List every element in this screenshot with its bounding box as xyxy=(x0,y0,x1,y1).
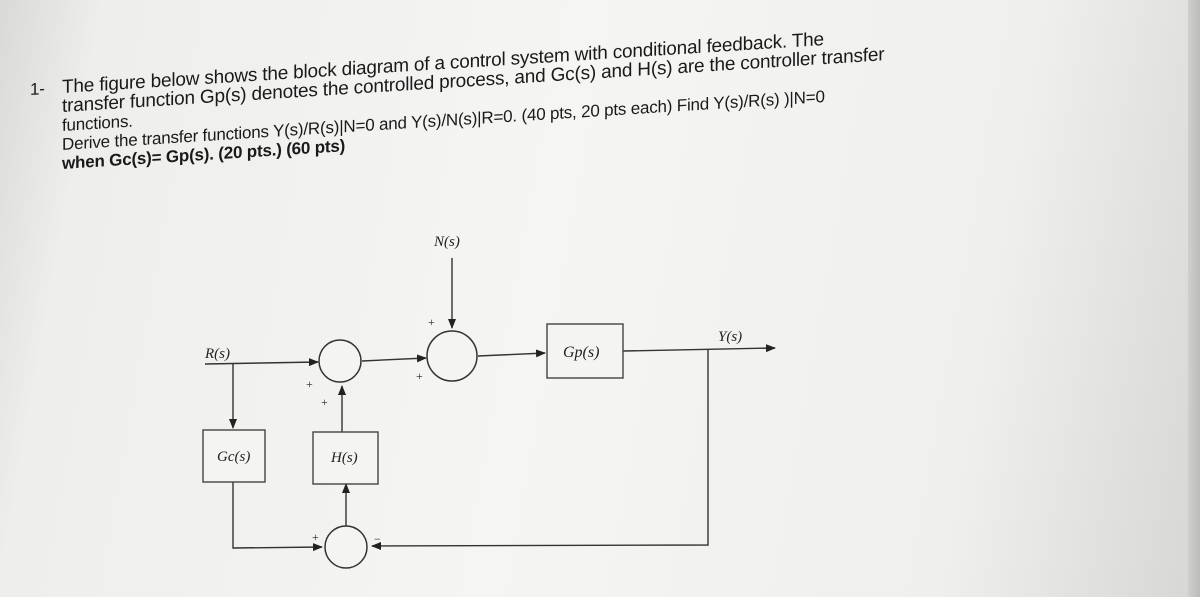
sign-sum3-gc: + xyxy=(312,530,319,544)
sign-sum3-y: − xyxy=(374,532,381,546)
sign-sum1-r: + xyxy=(306,377,313,391)
line-gc-to-sum3 xyxy=(232,482,323,552)
page-edge-shadow xyxy=(1188,0,1200,597)
line-sum2-to-gp xyxy=(477,349,546,358)
line-gp-to-y xyxy=(622,344,776,353)
line-y-feedback xyxy=(371,349,709,550)
label-block-h: H(s) xyxy=(330,450,358,466)
label-block-gc: Gc(s) xyxy=(217,449,250,465)
sign-sum2-sum1: + xyxy=(416,369,423,383)
label-r: R(s) xyxy=(204,346,230,362)
summing-junction-1 xyxy=(318,339,362,383)
summing-junction-3 xyxy=(324,525,368,569)
line-sum1-to-sum2 xyxy=(361,354,427,363)
block-h xyxy=(312,431,379,485)
summing-junction-2 xyxy=(426,330,478,382)
label-block-gp: Gp(s) xyxy=(563,344,599,361)
line-r-to-sum1 xyxy=(204,358,319,367)
label-y: Y(s) xyxy=(718,329,742,345)
label-n: N(s) xyxy=(433,234,460,250)
block-gc xyxy=(202,429,266,483)
block-gp xyxy=(546,323,624,379)
sign-sum2-n: + xyxy=(428,315,435,329)
sign-sum1-h: + xyxy=(321,395,328,409)
